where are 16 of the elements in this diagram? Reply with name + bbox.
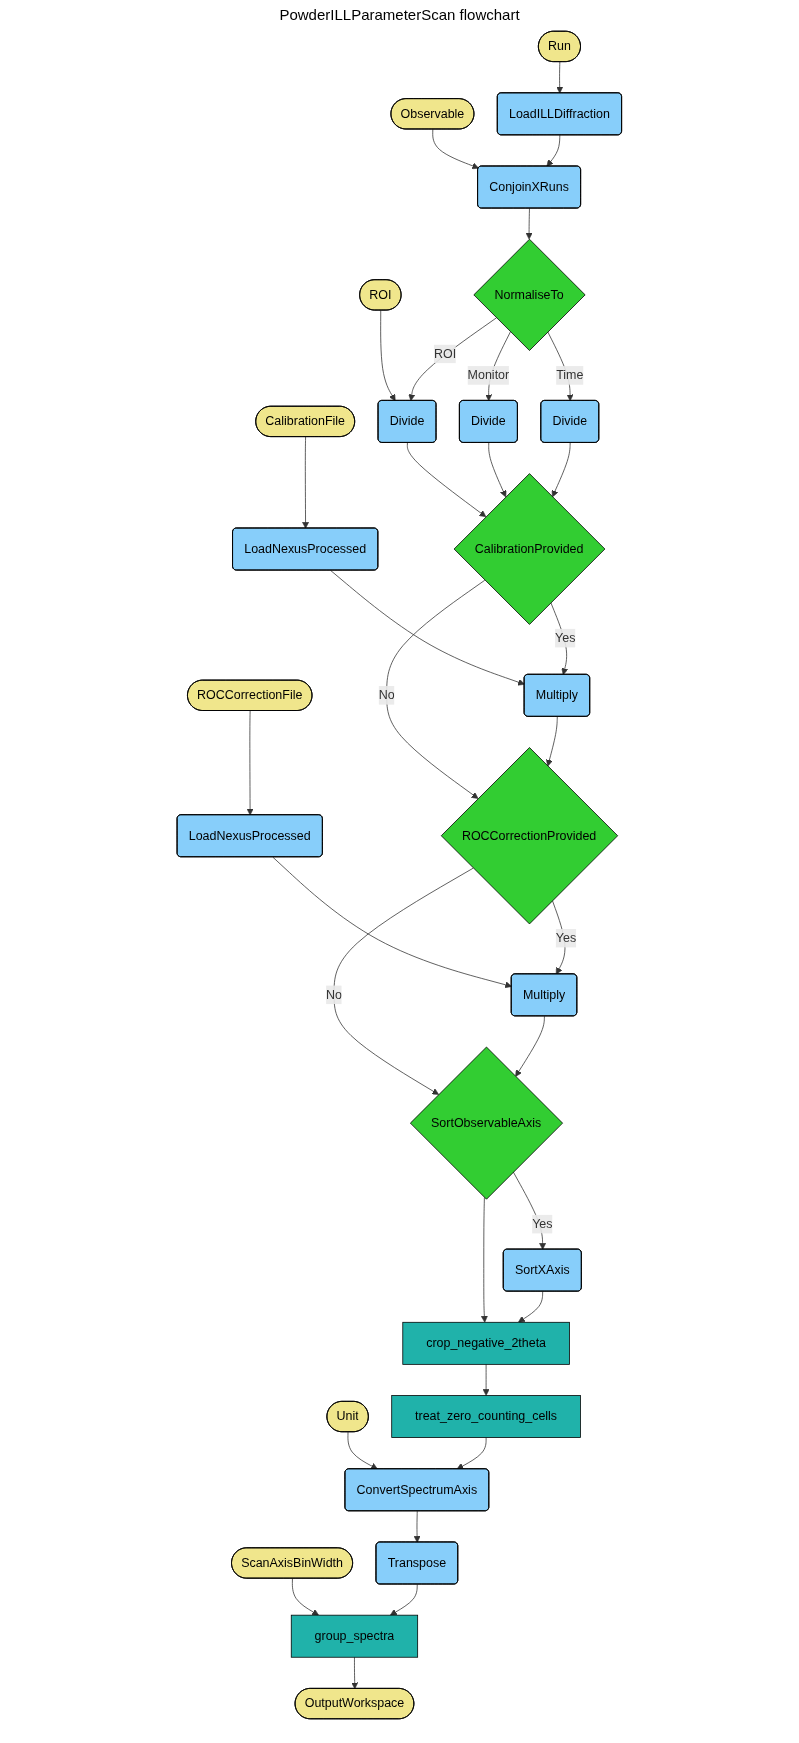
node-diamond: NormaliseTo — [473, 238, 586, 351]
diagram-title: PowderILLParameterScan flowchart — [278, 6, 521, 23]
node-box: treat_zero_counting_cells — [391, 1395, 582, 1438]
edge-label: No — [378, 688, 395, 702]
edge-label: No — [326, 987, 343, 1002]
node-box: group_spectra — [291, 1614, 419, 1658]
edge-label: Yes — [532, 1217, 553, 1231]
node-box: crop_negative_2theta — [402, 1321, 570, 1365]
edge-label: Monitor — [467, 368, 510, 382]
node-diamond: SortObservableAxis — [410, 1046, 564, 1200]
edge-label: ROI — [434, 347, 457, 361]
node-diamond: CalibrationProvided — [453, 473, 606, 625]
edge-label: Time — [556, 368, 584, 382]
node-diamond: ROCCorrectionProvided — [441, 747, 619, 925]
edge-label: Yes — [555, 631, 576, 645]
edge-label: Yes — [555, 931, 577, 945]
